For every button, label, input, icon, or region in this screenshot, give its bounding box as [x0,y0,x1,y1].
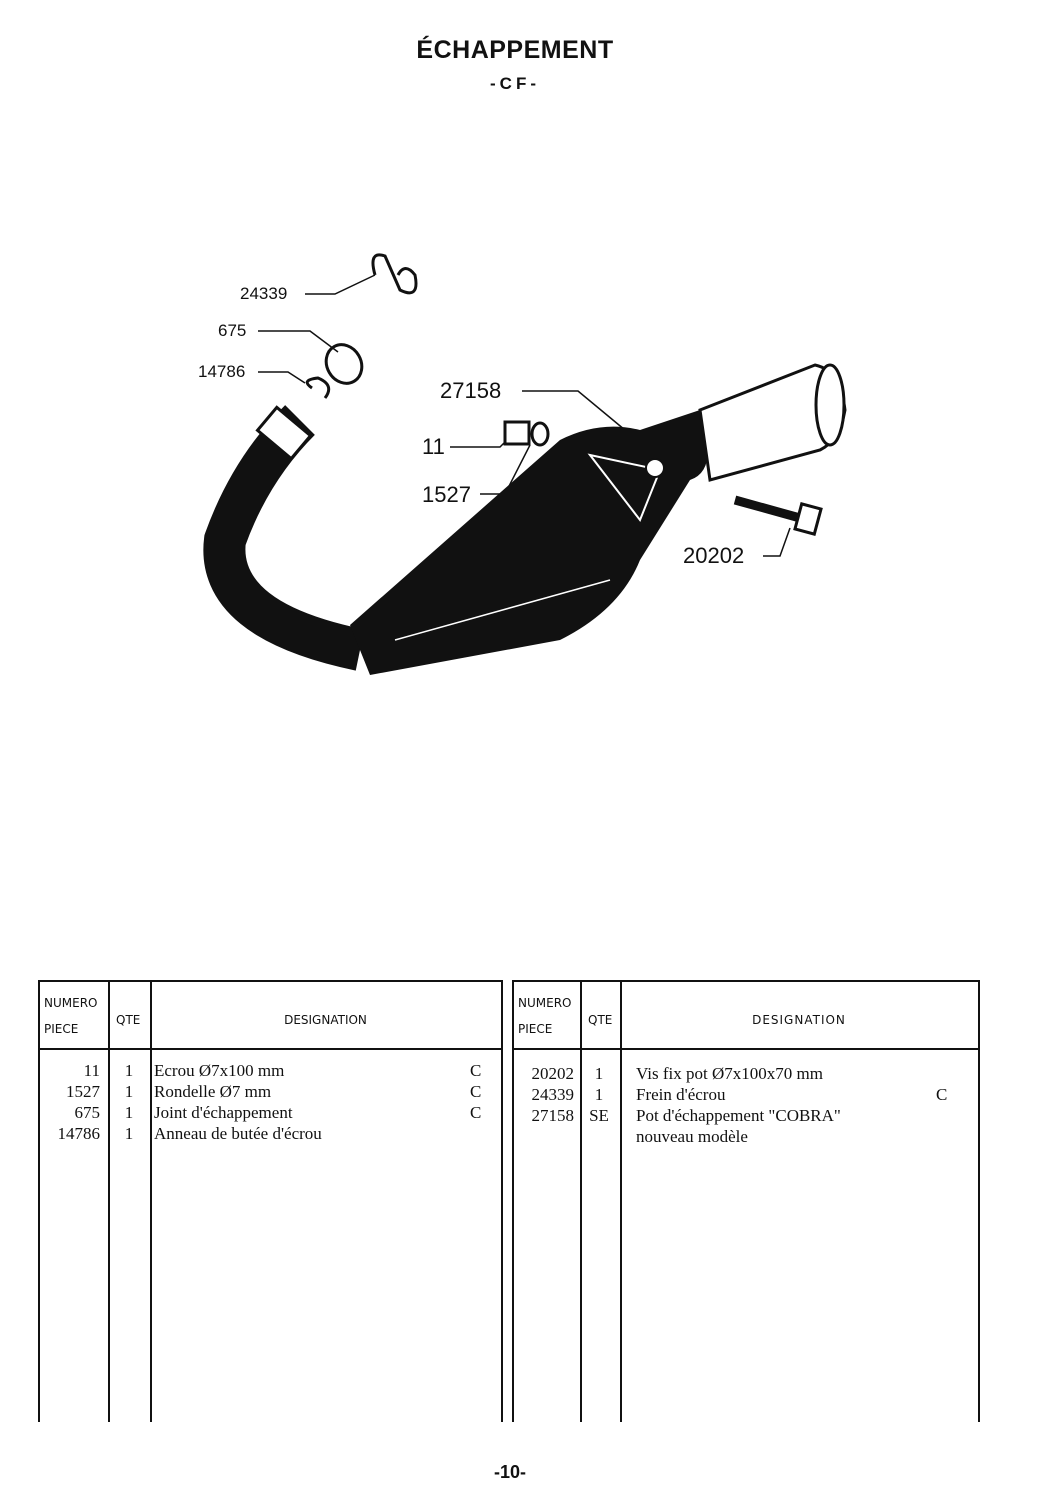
page-number: -10- [493,1462,526,1482]
part-designation: Frein d'écrou [636,1085,726,1104]
part-designation: Anneau de butée d'écrou [154,1124,322,1143]
callout-675: 675 [218,321,247,340]
part-quantity: 1 [124,1082,134,1101]
header-numero: NUMERO [518,996,572,1010]
part-code: C [470,1103,482,1122]
part-quantity: 1 [594,1085,604,1104]
header-piece: PIECE [44,1022,79,1036]
part-number: 11 [83,1061,100,1080]
page-subtitle: -CF- [490,74,540,93]
part-quantity: 1 [594,1064,604,1083]
header-qte: QTE [116,1013,141,1027]
part-quantity: SE [589,1106,609,1125]
exhaust-pipe-bend [203,405,365,671]
part-number: 1527 [66,1082,100,1101]
part-quantity: 1 [124,1124,134,1143]
callout-20202: 20202 [683,543,745,568]
lock-clip-part [371,253,418,295]
part-number: 14786 [57,1124,101,1143]
part-designation: nouveau modèle [636,1127,748,1146]
nut-part [503,420,531,446]
part-number: 20202 [531,1064,575,1083]
header-numero: NUMERO [44,996,98,1010]
bolt-part [733,495,802,523]
part-designation: Pot d'échappement "COBRA" [636,1106,841,1125]
part-designation: Ecrou Ø7x100 mm [154,1061,285,1080]
part-number: 27158 [531,1106,575,1125]
header-piece: PIECE [518,1022,553,1036]
callout-24339: 24339 [240,284,288,303]
page-title: ÉCHAPPEMENT [416,36,614,64]
gasket-ring-part [324,343,364,385]
header-designation: DESIGNATION [752,1013,846,1027]
part-code: C [470,1061,482,1080]
stop-ring-part [305,376,331,399]
part-number: 24339 [531,1085,575,1104]
part-quantity: 1 [124,1103,134,1122]
washer-part [530,421,550,447]
parts-table-right: NUMERO PIECE QTE DESIGNATION 20202 1 Vis f… [512,980,980,1422]
exhaust-diagram [203,253,847,675]
header-designation: DESIGNATION [284,1013,367,1027]
part-code: C [470,1082,482,1101]
part-designation: Joint d'échappement [154,1103,293,1122]
part-designation: Rondelle Ø7 mm [154,1082,272,1101]
callout-11: 11 [422,434,445,459]
exhaust-body [350,410,708,675]
callout-14786: 14786 [198,362,246,381]
part-designation: Vis fix pot Ø7x100x70 mm [636,1064,823,1083]
part-code: C [936,1085,948,1104]
pipe-nut-part [255,405,313,461]
callout-27158: 27158 [440,378,502,403]
part-number: 675 [74,1103,101,1122]
part-quantity: 1 [124,1061,134,1080]
header-qte: QTE [588,1013,613,1027]
callout-1527: 1527 [422,482,471,507]
